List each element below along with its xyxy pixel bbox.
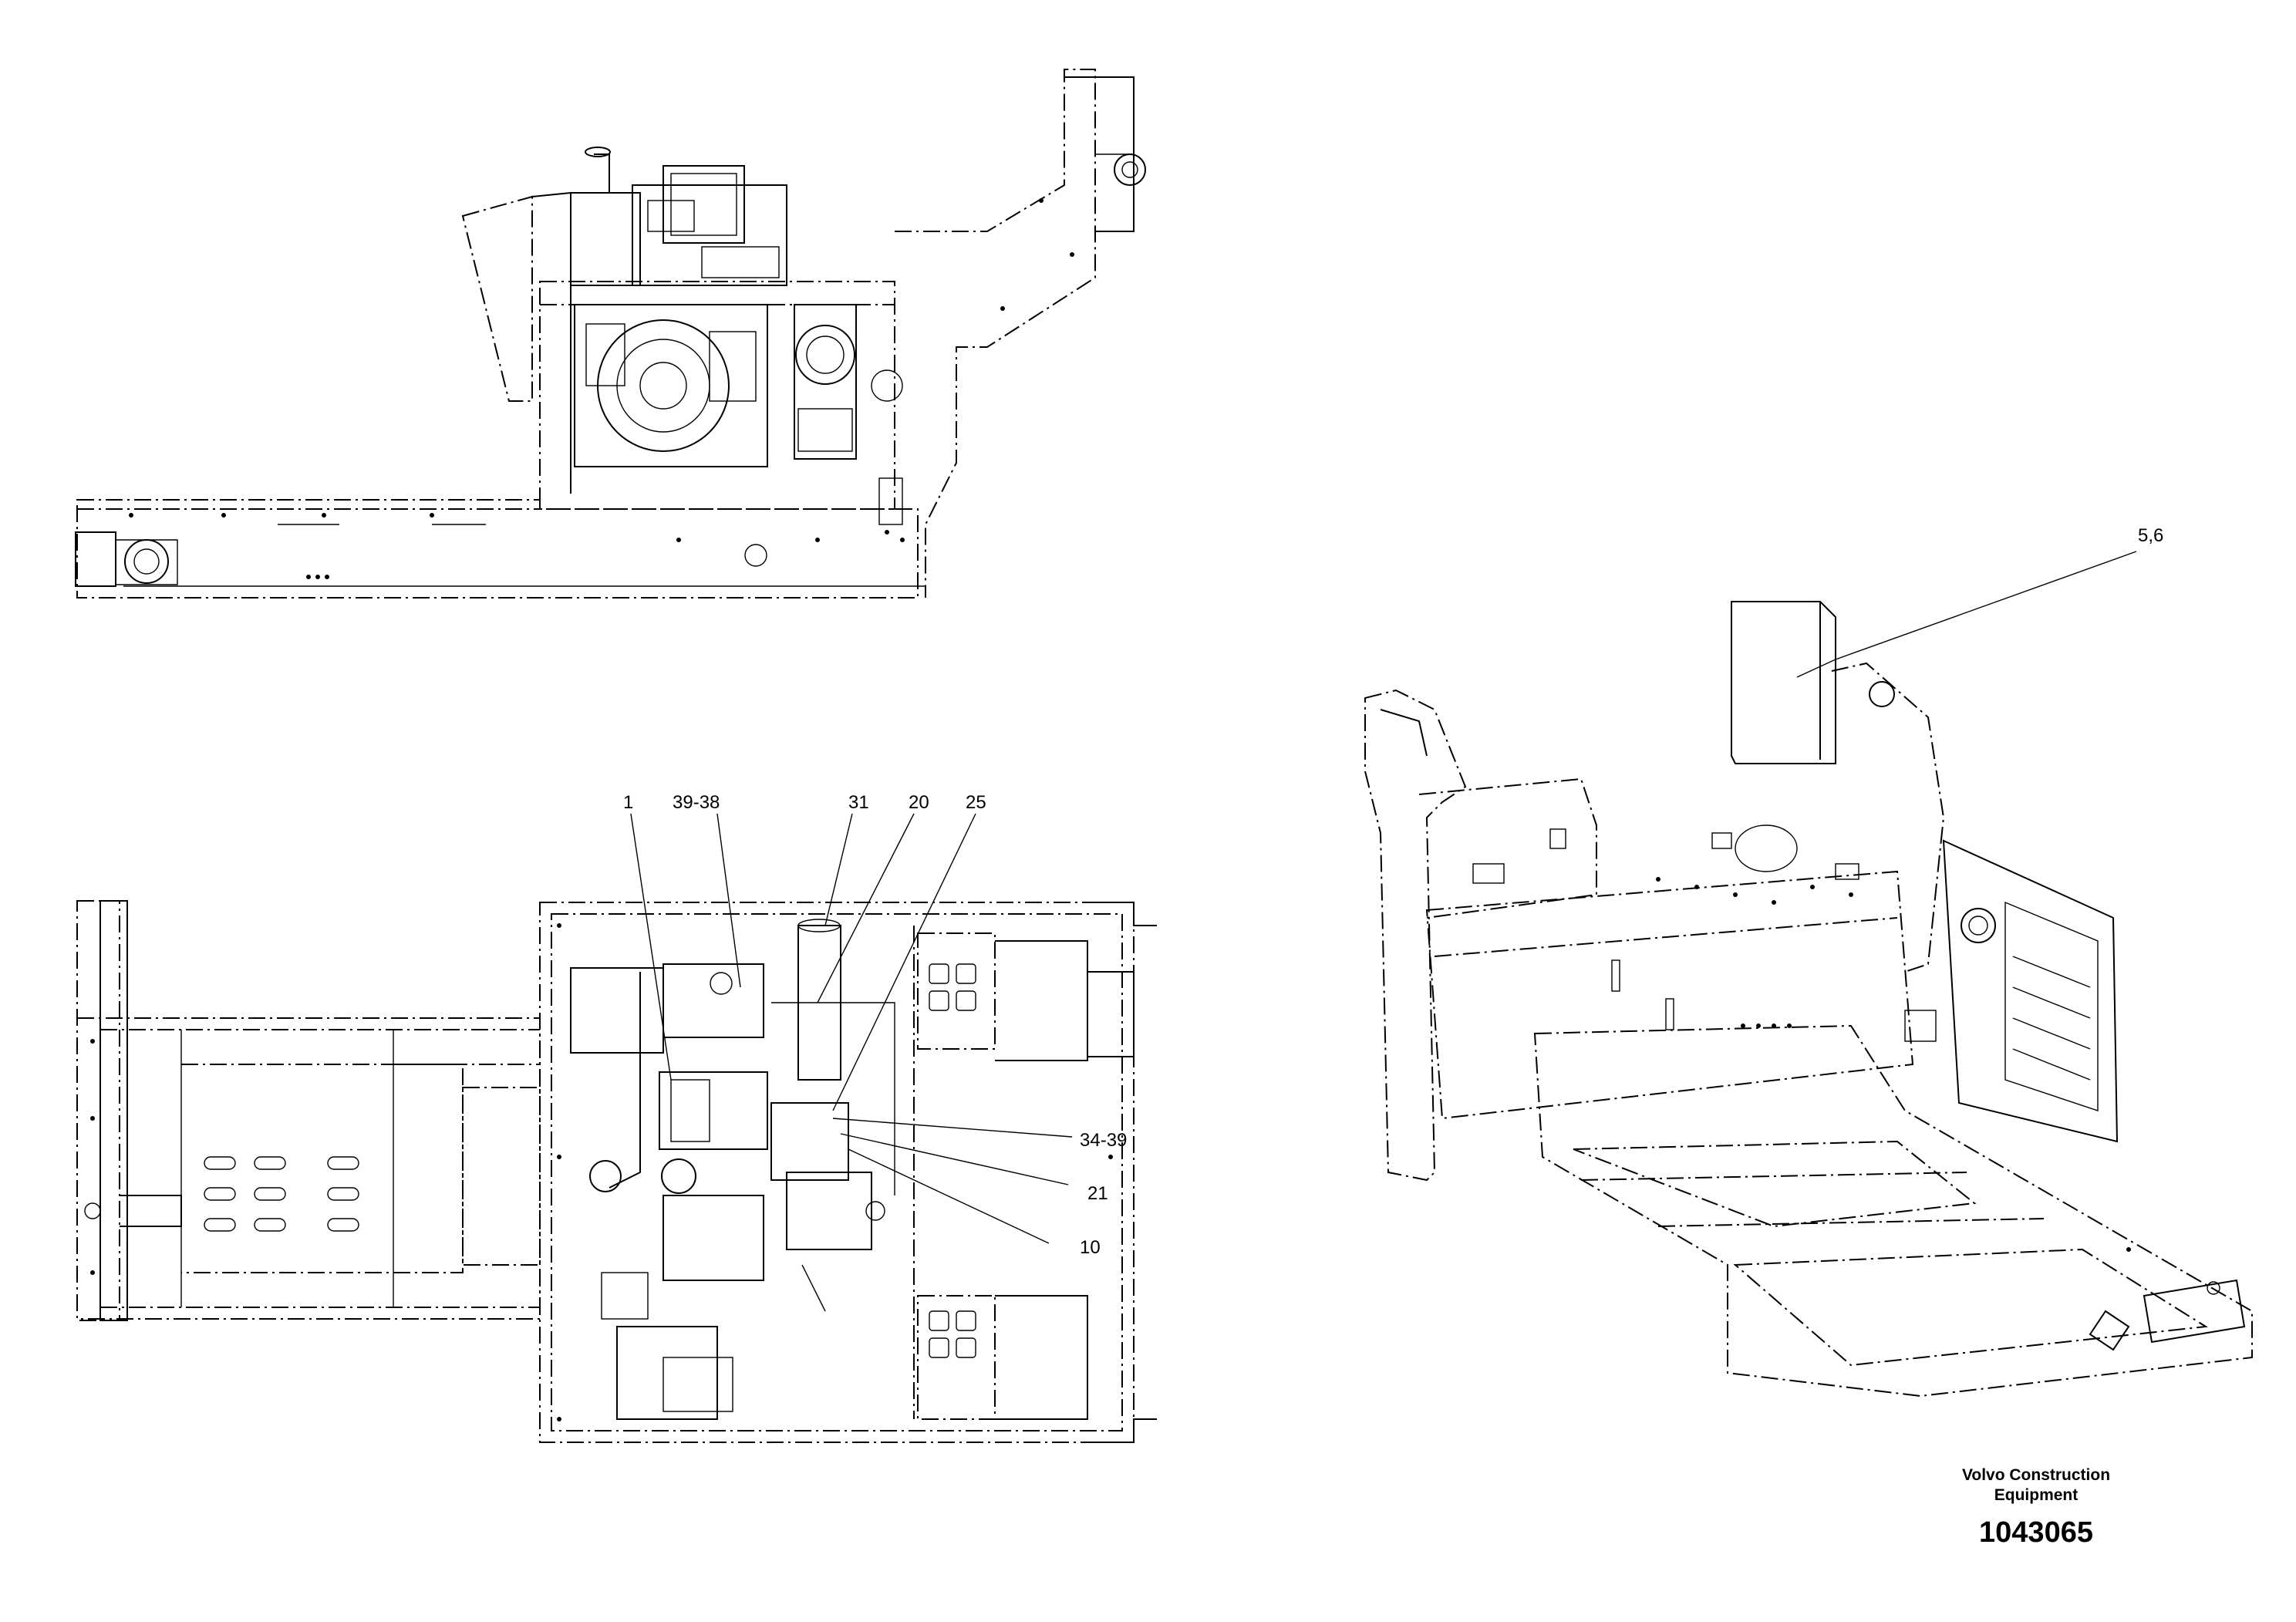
callout-10: 10	[1080, 1237, 1101, 1258]
top-view	[76, 813, 1157, 1443]
brand-name-line2: Equipment	[1994, 1486, 2079, 1504]
callout-34-39: 34-39	[1080, 1130, 1127, 1151]
brand-name-line1: Volvo Construction	[1961, 1466, 2111, 1484]
isometric-view	[1364, 551, 2253, 1398]
callout-25: 25	[966, 792, 986, 813]
callout-31: 31	[848, 792, 869, 813]
callout-1: 1	[623, 792, 633, 813]
side-view	[75, 69, 1146, 599]
callout-21: 21	[1087, 1183, 1108, 1204]
callout-5-6: 5,6	[2138, 525, 2163, 546]
callout-39-38: 39-38	[673, 792, 720, 813]
callout-20: 20	[909, 792, 929, 813]
title-block: Volvo Construction Equipment 1043065	[1897, 1465, 2175, 1549]
document-number: 1043065	[1979, 1516, 2093, 1549]
